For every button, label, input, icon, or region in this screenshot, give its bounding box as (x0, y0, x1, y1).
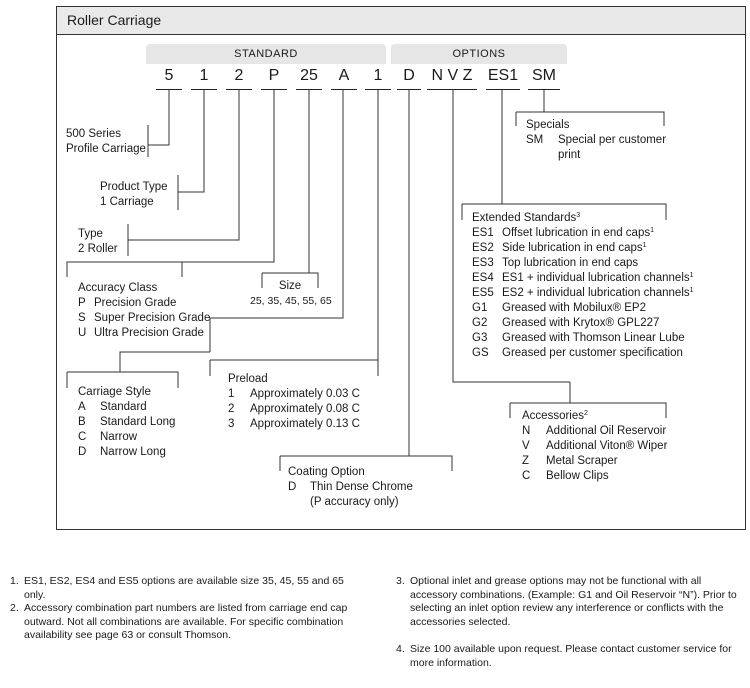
diagram-frame: Roller Carriage (56, 6, 746, 530)
code-specials: SM (532, 67, 556, 84)
underline-accessories (427, 89, 477, 90)
underline-carriage-style (331, 89, 357, 90)
extended-title: Extended Standards (472, 212, 577, 224)
footnotes-left: 1.ES1, ES2, ES4 and ES5 options are avai… (10, 575, 362, 643)
series-label: 500 Series Profile Carriage (66, 128, 146, 155)
coating-title: Coating Option (288, 466, 365, 478)
underline-accuracy (261, 89, 287, 90)
code-size: 25 (300, 67, 318, 84)
options-header: OPTIONS (391, 44, 567, 64)
diagram-title: Roller Carriage (67, 12, 162, 28)
standard-header: STANDARD (146, 44, 386, 64)
accuracy-title: Accuracy Class (78, 282, 158, 294)
code-accuracy: P (268, 67, 280, 84)
size-block: Size 25, 35, 45, 55, 65 (250, 279, 332, 309)
code-extended: ES1 (487, 67, 519, 84)
code-coating: D (403, 67, 415, 84)
underline-size (296, 89, 322, 90)
underline-coating (397, 89, 421, 90)
code-type: 2 (234, 67, 244, 84)
accessories-title: Accessories (522, 410, 584, 422)
underline-preload (365, 89, 391, 90)
product-type-label: Product Type 1 Carriage (100, 181, 168, 208)
footnote-1: 1.ES1, ES2, ES4 and ES5 options are avai… (10, 575, 344, 601)
footnote-3: 3.Optional inlet and grease options may … (396, 575, 737, 628)
code-product-type: 1 (199, 67, 209, 84)
size-title: Size (278, 280, 302, 292)
type-label: Type 2 Roller (78, 228, 118, 255)
underline-product-type (191, 89, 217, 90)
size-values: 25, 35, 45, 55, 65 (250, 295, 332, 307)
preload-title: Preload (228, 373, 268, 385)
underline-extended (486, 89, 520, 90)
footnotes-right: 3.Optional inlet and grease options may … (396, 575, 742, 670)
code-accessories: N V Z (431, 67, 473, 84)
code-carriage-style: A (338, 67, 350, 84)
code-series: 5 (164, 67, 174, 84)
title-bar: Roller Carriage (57, 7, 745, 35)
specials-title: Specials (526, 119, 570, 131)
underline-type (226, 89, 252, 90)
footnote-4: 4.Size 100 available upon request. Pleas… (396, 643, 732, 669)
coating-note: (P accuracy only) (310, 496, 399, 508)
footnote-2: 2.Accessory combination part numbers are… (10, 602, 348, 641)
underline-series (156, 89, 182, 90)
code-preload: 1 (373, 67, 383, 84)
underline-specials (528, 89, 560, 90)
carriage-style-title: Carriage Style (78, 386, 151, 398)
